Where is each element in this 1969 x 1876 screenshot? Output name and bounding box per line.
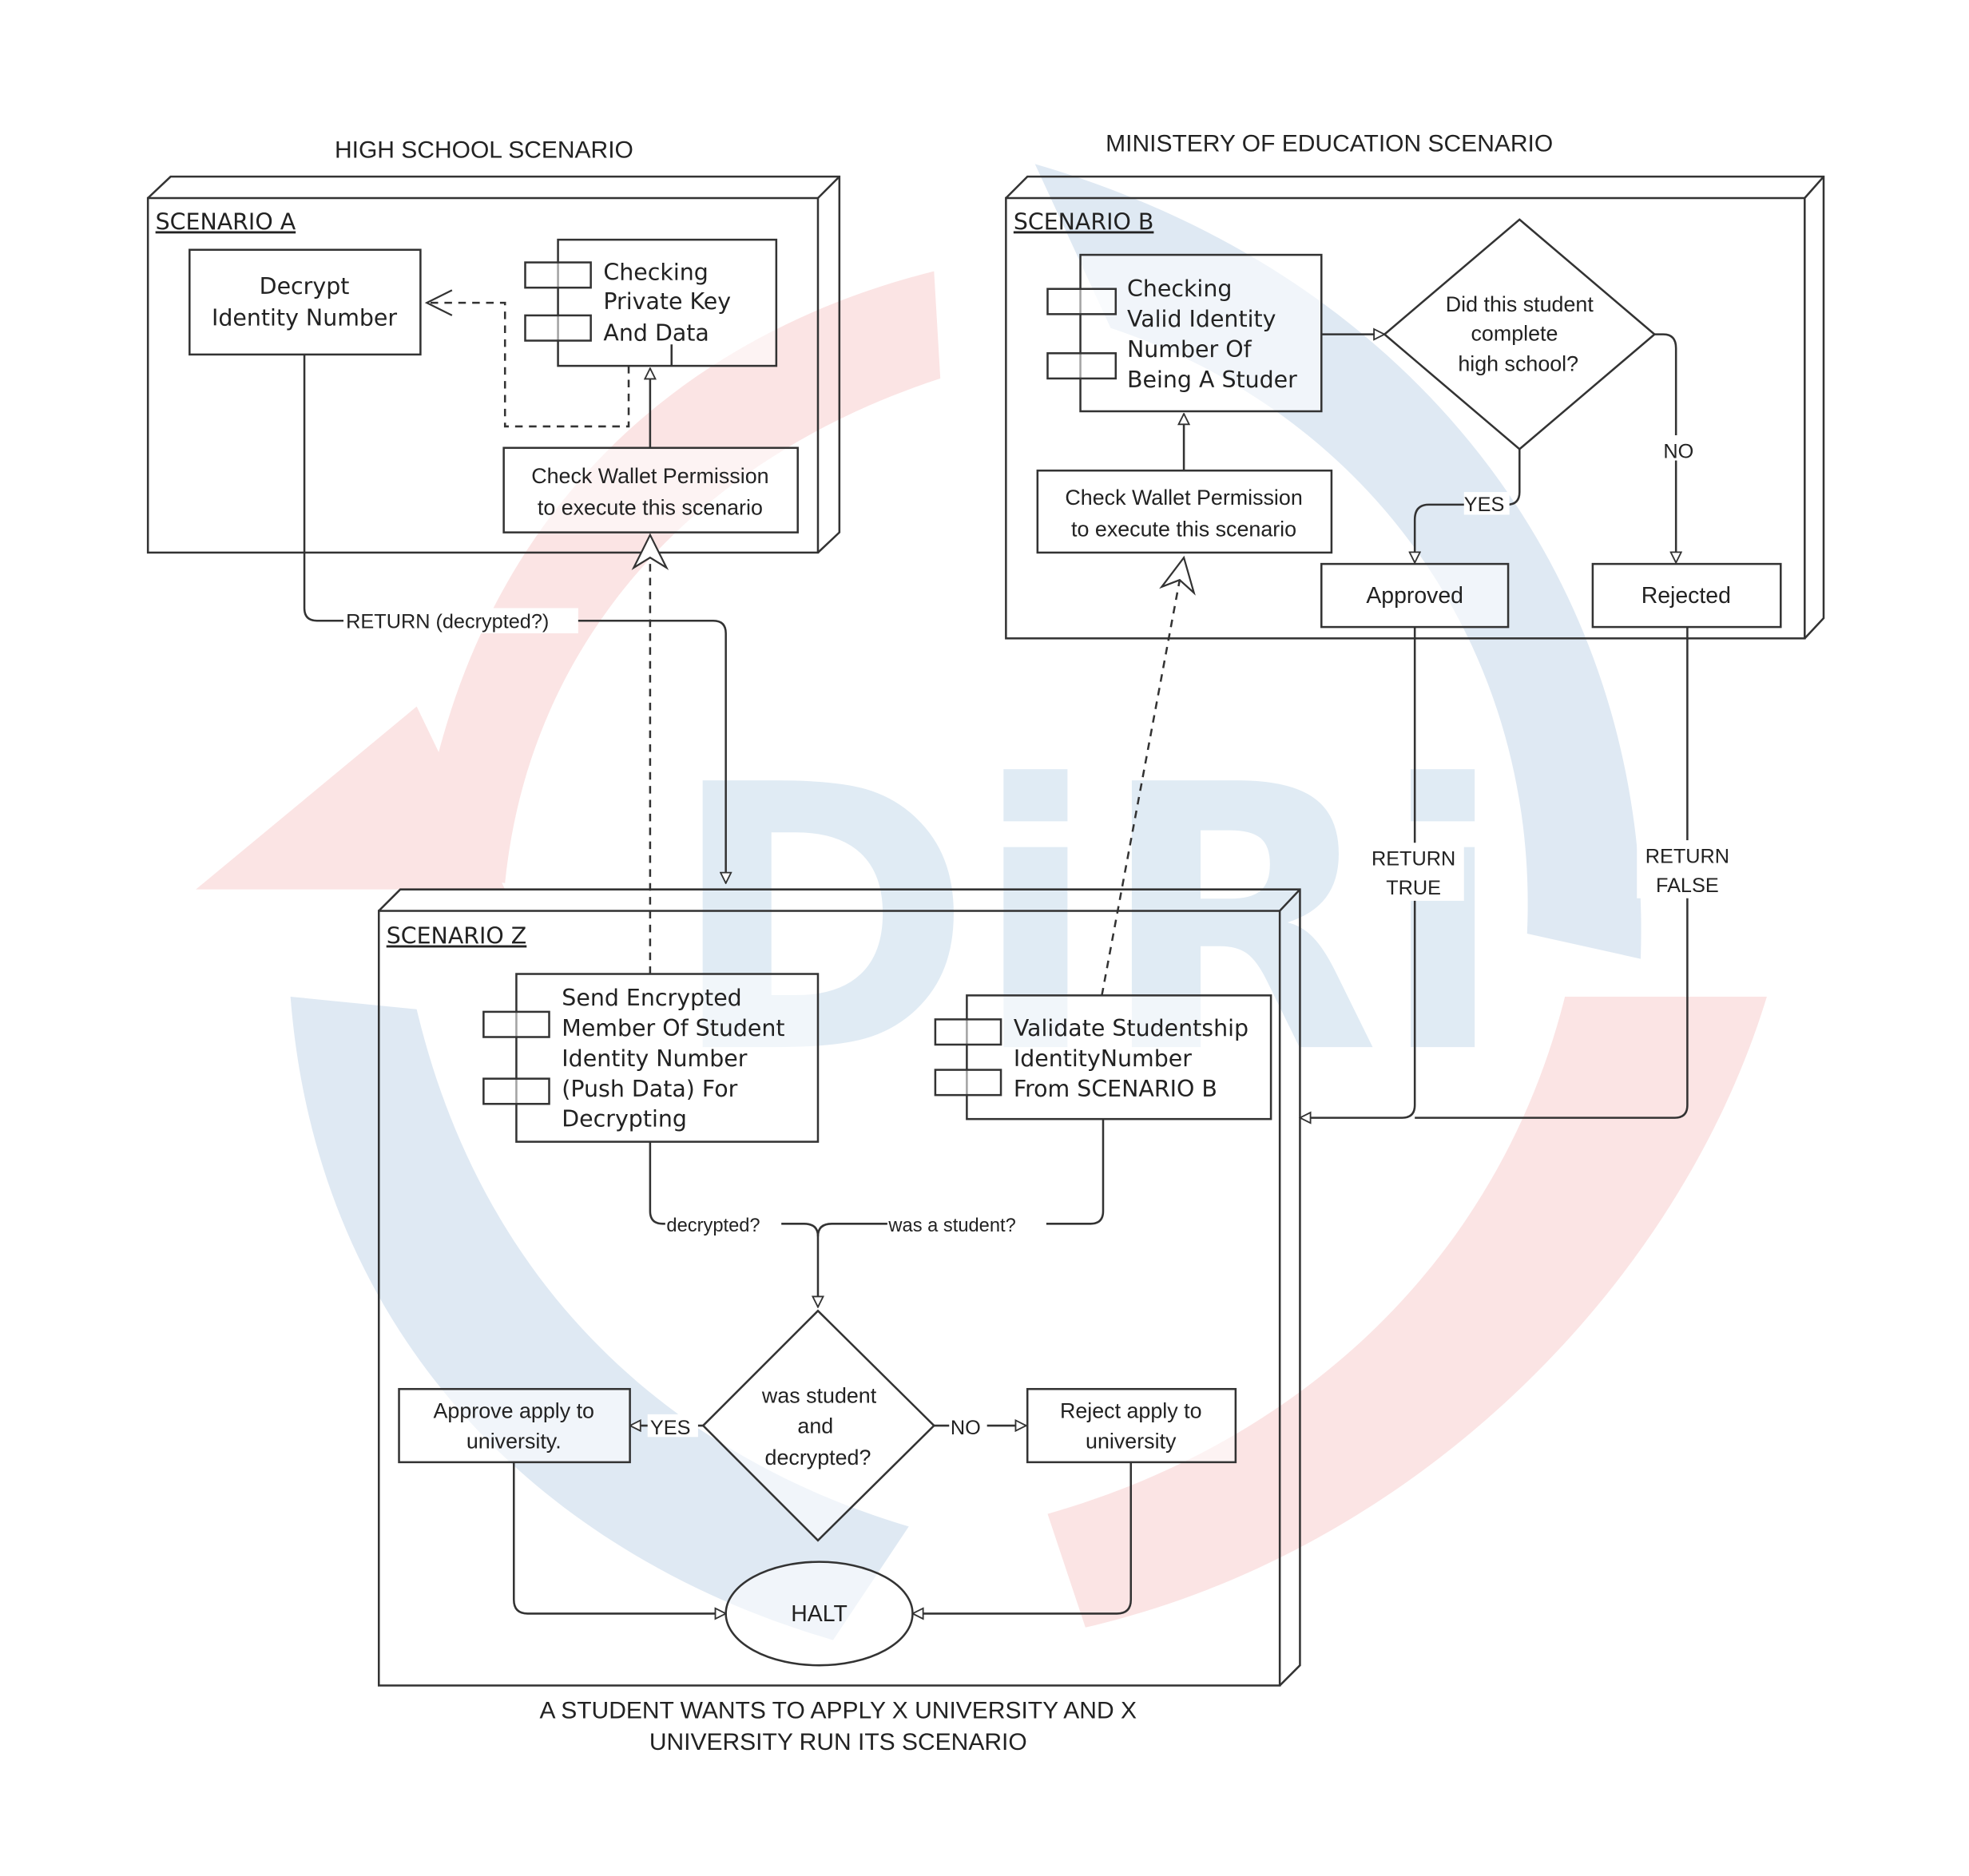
permission-a-line1: Check Wallet Permission bbox=[531, 464, 768, 488]
reject-line2: university bbox=[1086, 1429, 1177, 1453]
approved-label: Approved bbox=[1366, 583, 1463, 609]
validate-studentship-component[interactable]: Validate Studentship IdentityNumber From… bbox=[934, 994, 1272, 1120]
return-true-label-line2: TRUE bbox=[1386, 877, 1441, 899]
component-line1: Checking bbox=[603, 260, 708, 286]
watermark-blue-arc-lower bbox=[290, 996, 909, 1640]
decrypt-box-line2: Identity Number bbox=[212, 305, 397, 331]
component-port-icon bbox=[524, 314, 592, 342]
decision-z-line1: was student bbox=[761, 1384, 877, 1408]
scenario-b-title: SCENARIO B bbox=[1014, 209, 1154, 236]
return-true-label-line1: RETURN bbox=[1372, 848, 1455, 871]
component-line2: Private Key bbox=[603, 288, 731, 315]
scenario-z-caption-line2: UNIVERSITY RUN ITS SCENARIO bbox=[649, 1729, 1027, 1755]
component-b-line3: Number Of bbox=[1127, 336, 1252, 363]
send-line5: Decrypting bbox=[562, 1106, 687, 1132]
return-decrypted-label: RETURN (decrypted?) bbox=[346, 611, 549, 633]
watermark-red-arrow-left bbox=[196, 706, 506, 890]
reject-apply-box[interactable]: Reject apply to university bbox=[1026, 1387, 1237, 1464]
decision-b-line1: Did this student bbox=[1446, 292, 1594, 316]
decision-z-line2: and bbox=[797, 1414, 833, 1438]
component-port-icon bbox=[482, 1077, 550, 1105]
decision-student-decrypted[interactable]: was student and decrypted? bbox=[701, 1309, 936, 1542]
permission-b-line2: to execute this scenario bbox=[1071, 517, 1296, 541]
halt-terminal[interactable]: HALT bbox=[724, 1561, 914, 1667]
halt-label: HALT bbox=[791, 1601, 848, 1627]
scenario-a-title: SCENARIO A bbox=[156, 209, 296, 236]
validate-line3: From SCENARIO B bbox=[1014, 1076, 1217, 1102]
component-line3: And Data bbox=[603, 320, 709, 347]
validate-line2: IdentityNumber bbox=[1014, 1045, 1192, 1072]
decision-b-line2: complete bbox=[1471, 322, 1558, 346]
reject-to-halt bbox=[912, 1462, 1133, 1614]
checking-valid-identity-component[interactable]: Checking Valid Identity Number Of Being … bbox=[1046, 253, 1323, 413]
scenario-z-frame bbox=[377, 888, 1301, 1687]
decrypted-connector bbox=[649, 1141, 820, 1237]
decision-z-line3: decrypted? bbox=[765, 1446, 871, 1469]
return-false-connector bbox=[1415, 627, 1689, 1119]
rejected-label: Rejected bbox=[1641, 583, 1731, 609]
scenario-b-caption: MINISTERY OF EDUCATION SCENARIO bbox=[1106, 131, 1553, 157]
validate-line1: Validate Studentship bbox=[1014, 1015, 1248, 1041]
component-port-icon bbox=[934, 1069, 1002, 1097]
scenario-a-frame bbox=[146, 175, 841, 554]
approve-to-halt bbox=[513, 1462, 725, 1614]
rejected-box[interactable]: Rejected bbox=[1591, 562, 1782, 629]
check-wallet-permission-a[interactable]: Check Wallet Permission to execute this … bbox=[502, 446, 799, 533]
decision-b-line3: high school? bbox=[1458, 351, 1578, 375]
component-b-line2: Valid Identity bbox=[1127, 306, 1276, 332]
scenario-z-caption-line1: A STUDENT WANTS TO APPLY X UNIVERSITY AN… bbox=[540, 1698, 1137, 1724]
watermark-red-arc-right bbox=[1047, 996, 1767, 1628]
no-label-b: NO bbox=[1663, 440, 1693, 462]
decrypted-label: decrypted? bbox=[666, 1216, 760, 1236]
component-b-line4: Being A Studer bbox=[1127, 367, 1297, 393]
watermark-blue-arc bbox=[1034, 164, 1641, 959]
yes-label-b: YES bbox=[1464, 494, 1505, 516]
yes-label-z: YES bbox=[650, 1417, 691, 1439]
no-label-z: NO bbox=[951, 1417, 981, 1439]
decrypt-identity-box[interactable]: Decrypt Identity Number bbox=[189, 248, 422, 356]
check-wallet-permission-b[interactable]: Check Wallet Permission to execute this … bbox=[1036, 469, 1333, 554]
return-false-label-line1: RETURN bbox=[1645, 846, 1729, 868]
component-port-icon bbox=[1046, 352, 1117, 380]
was-student-label: was a student? bbox=[887, 1216, 1015, 1236]
approved-box[interactable]: Approved bbox=[1320, 562, 1510, 629]
component-b-line1: Checking bbox=[1127, 276, 1232, 302]
reject-line1: Reject apply to bbox=[1060, 1399, 1202, 1423]
send-line2: Member Of Student bbox=[562, 1015, 784, 1041]
dependency-arrow-decrypt bbox=[424, 289, 630, 428]
approve-line1: Approve apply to bbox=[434, 1399, 594, 1423]
decrypt-box-line1: Decrypt bbox=[260, 273, 350, 299]
checking-private-key-component[interactable]: Checking Private Key And Data bbox=[524, 238, 778, 367]
no-path-b bbox=[1654, 333, 1676, 563]
return-false-label-line2: FALSE bbox=[1656, 875, 1719, 897]
permission-b-line1: Check Wallet Permission bbox=[1065, 486, 1302, 510]
send-line3: Identity Number bbox=[562, 1045, 747, 1072]
component-port-icon bbox=[1046, 288, 1117, 315]
component-port-icon bbox=[482, 1010, 550, 1038]
dashed-validate-to-permission-b bbox=[1101, 555, 1196, 996]
approve-line2: university. bbox=[466, 1429, 562, 1453]
send-encrypted-component[interactable]: Send Encrypted Member Of Student Identit… bbox=[482, 973, 820, 1143]
scenario-z-title: SCENARIO Z bbox=[387, 923, 527, 950]
send-line1: Send Encrypted bbox=[562, 985, 741, 1011]
watermark-red-arc-left bbox=[416, 271, 941, 883]
return-true-connector bbox=[1300, 627, 1416, 1117]
scenario-b-frame bbox=[1005, 175, 1825, 640]
component-port-icon bbox=[524, 261, 592, 289]
permission-a-line2: to execute this scenario bbox=[538, 496, 763, 520]
component-port-icon bbox=[934, 1018, 1002, 1046]
approve-apply-box[interactable]: Approve apply to university. bbox=[398, 1387, 631, 1464]
scenario-a-caption: HIGH SCHOOL SCENARIO bbox=[335, 137, 633, 163]
send-line4: (Push Data) For bbox=[562, 1076, 737, 1102]
